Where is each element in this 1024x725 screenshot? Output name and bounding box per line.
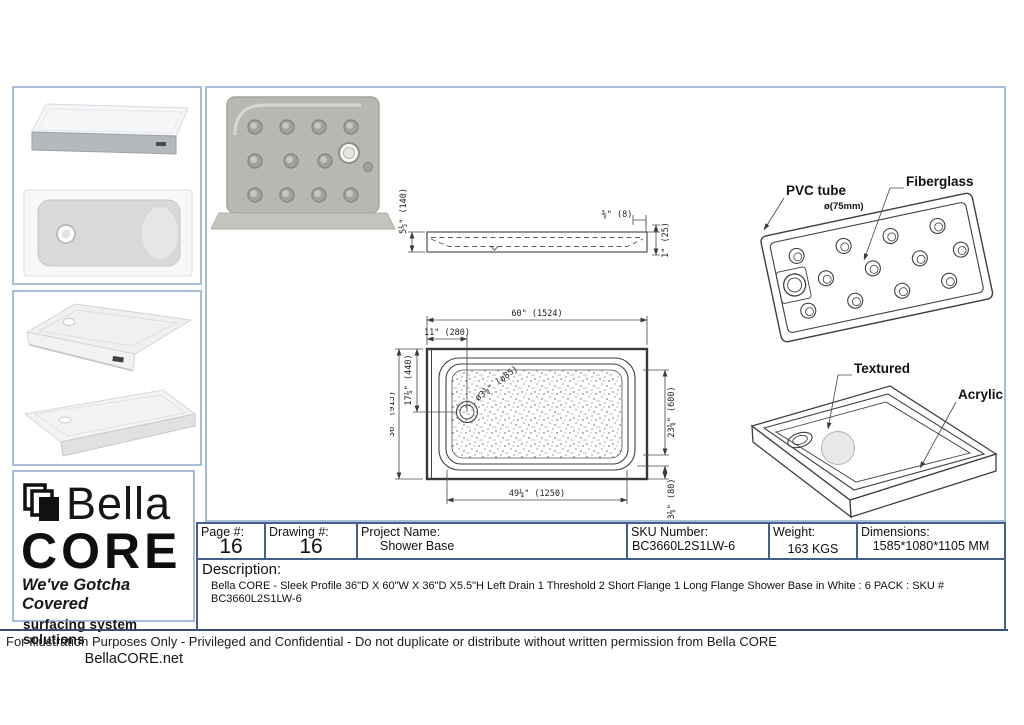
sku-label: SKU Number: (631, 525, 709, 539)
title-block-header-row: Page #: 16 Drawing #: 16 Project Name: S… (198, 524, 1004, 560)
brand-row: Bella (14, 476, 193, 531)
page-number-value: 16 (219, 535, 243, 558)
dim-basin-width-label: 49¼" (1250) (509, 489, 565, 499)
weight-value: 163 KGS (787, 542, 839, 556)
drawing-number-value: 16 (299, 535, 323, 558)
dimensions-value: 1585*1080*1105 MM (872, 539, 990, 553)
textured-label: Textured (854, 361, 910, 376)
product-photo-panel-top (12, 86, 202, 285)
dim-drain-x-label: 11" (280) (424, 328, 470, 338)
dim-flange-label: 3⅛" (80) (667, 479, 677, 520)
product-photo-side-profile (31, 103, 189, 155)
page-number-label: Page #: (201, 525, 245, 539)
brand-name-bottom: CORE (21, 523, 182, 579)
dim-drain-y-label: 17¼" (440) (404, 354, 414, 405)
footer-divider (0, 629, 1008, 631)
textured-spot (821, 431, 855, 465)
footer-disclaimer: For Illustration Purposes Only - Privile… (6, 634, 777, 649)
project-name-value: Shower Base (380, 539, 455, 553)
brand-tagline: We've Gotcha Covered (22, 576, 131, 613)
drawing-number-cell: Drawing #: 16 (266, 524, 358, 558)
drain-icon (787, 431, 813, 449)
drain-icon (58, 416, 72, 424)
brand-descriptor: surfacing system solutions (23, 617, 138, 647)
description-value: Bella CORE - Sleek Profile 36"D X 60"W X… (211, 580, 945, 605)
dimensions-label: Dimensions: (861, 525, 930, 539)
drain-icon (62, 318, 76, 326)
title-block: Page #: 16 Drawing #: 16 Project Name: S… (196, 522, 1006, 631)
weight-label: Weight: (773, 525, 816, 539)
pvc-tube-label: PVC tube (786, 183, 846, 198)
acrylic-label: Acrylic (958, 387, 1004, 402)
drawing-area: 5½" (140) ⅜" (8) 1" (25) ø3⅜" (ø85) 60" … (205, 86, 1006, 522)
sku-value: BC3660L2S1LW-6 (632, 539, 736, 553)
description-label: Description: (202, 561, 282, 578)
sku-cell: SKU Number: BC3660L2S1LW-6 (628, 524, 770, 558)
product-photo-angle-1 (25, 303, 193, 372)
dimensions-cell: Dimensions: 1585*1080*1105 MM (858, 524, 1004, 558)
brand-name-top: Bella (66, 478, 172, 529)
dim-ledge-label: ⅜" (8) (602, 210, 633, 220)
project-name-label: Project Name: (361, 525, 441, 539)
underside-photo (211, 96, 396, 230)
drain-icon (782, 273, 807, 297)
description-cell: Description: Bella CORE - Sleek Profile … (198, 560, 1004, 629)
brand-website: BellaCORE.net (84, 651, 183, 667)
drawing-number-label: Drawing #: (269, 525, 329, 539)
dim-threshold-label: 1" (25) (661, 222, 671, 258)
iso-underside-drawing: PVC tube ø(75mm) Fiberglass (760, 174, 994, 343)
weight-cell: Weight: 163 KGS (770, 524, 858, 558)
iso-surface-drawing: Textured Acrylic (750, 361, 1004, 519)
plan-view-drawing: ø3⅜" (ø85) 60" (1524) 11" (280) 36" (915… (390, 309, 677, 520)
page-number-cell: Page #: 16 (198, 524, 266, 558)
brand-plate (156, 142, 166, 146)
dim-basin-depth-label: 23⅝" (600) (667, 386, 677, 437)
product-photo-angle-2 (23, 389, 197, 457)
product-photo-panel-bottom (12, 290, 202, 466)
pvc-size-label: ø(75mm) (824, 201, 864, 212)
brand-block: Bella CORE We've Gotcha Covered surfacin… (12, 470, 195, 667)
fiberglass-label: Fiberglass (906, 174, 974, 189)
dim-depth-label: 36" (915) (390, 391, 397, 437)
textured-floor (451, 369, 623, 459)
bella-core-logo-icon (23, 483, 59, 521)
brand-plate (112, 356, 124, 363)
project-name-cell: Project Name: Shower Base (358, 524, 628, 558)
side-view-drawing: 5½" (140) ⅜" (8) 1" (25) (398, 188, 671, 258)
dim-height-label: 5½" (140) (398, 188, 409, 234)
product-photo-top-view (23, 189, 193, 277)
dim-width-label: 60" (1524) (511, 309, 562, 319)
